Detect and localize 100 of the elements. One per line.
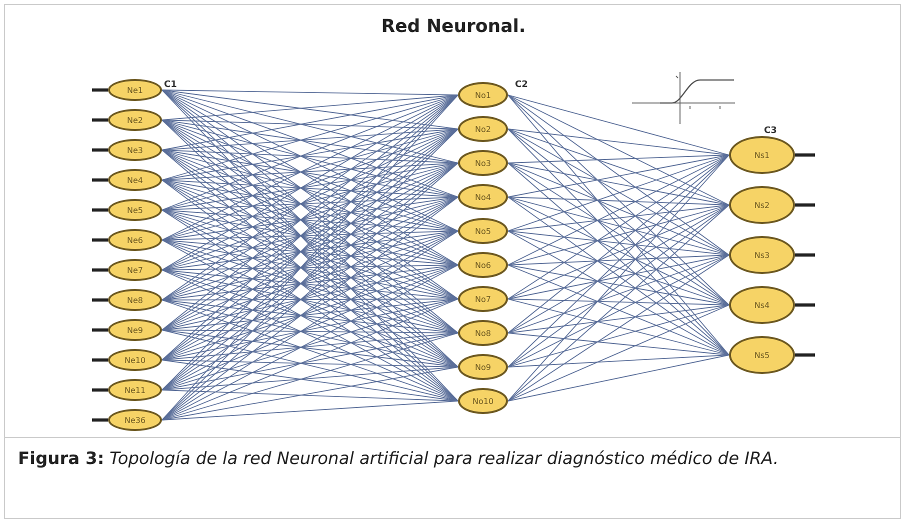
neuron-node (458, 150, 508, 176)
neuron-node (458, 320, 508, 346)
connection-line (508, 254, 730, 300)
neuron-label: Ne8 (127, 296, 143, 304)
signal-line (92, 118, 108, 122)
connection-line (508, 298, 730, 356)
neuron-label: No5 (475, 226, 491, 236)
neuron-label: No9 (475, 362, 491, 372)
connection-line (508, 304, 730, 402)
signal-line (795, 253, 815, 257)
connection-line (508, 304, 730, 334)
neuron-node (108, 169, 162, 191)
connection-line (508, 354, 730, 368)
neuron-label: No2 (475, 124, 491, 134)
neuron-node (108, 229, 162, 251)
neuron-label: No7 (475, 294, 491, 304)
neuron-label: Ne7 (127, 266, 143, 274)
connection-line (508, 128, 730, 156)
signal-line (92, 328, 108, 332)
connection-line (508, 128, 730, 306)
diagram-title: Red Neuronal. (380, 16, 527, 37)
neuron-node (458, 388, 508, 414)
layer-label: C2 (515, 80, 528, 90)
connection-line (508, 128, 730, 256)
layer-label: C3 (764, 126, 777, 136)
neuron-label: Ne1 (127, 86, 143, 94)
connection-line (508, 94, 730, 256)
neuron-label: Ne6 (127, 236, 143, 244)
neuron-node (108, 79, 162, 101)
neuron-label: Ne11 (124, 386, 146, 394)
neuron-label: No10 (472, 396, 494, 406)
neuron-node (458, 354, 508, 380)
connection-line (508, 154, 730, 266)
signal-line (92, 418, 108, 422)
signal-line (92, 208, 108, 212)
connection-line (508, 254, 730, 402)
connection-line (162, 90, 458, 96)
neuron-node (458, 82, 508, 108)
connection-line (508, 264, 730, 356)
neuron-node (108, 109, 162, 131)
signal-line (92, 178, 108, 182)
neuron-label: Ne9 (127, 326, 143, 334)
neuron-node (458, 184, 508, 210)
neuron-node (458, 218, 508, 244)
neuron-label: No1 (475, 90, 491, 100)
connection-line (508, 304, 730, 368)
signal-line (92, 388, 108, 392)
signal-line (795, 153, 815, 157)
neuron-label: Ns4 (754, 300, 770, 310)
signal-line (92, 358, 108, 362)
neuron-label: Ns2 (754, 200, 770, 210)
neuron-node (458, 252, 508, 278)
signal-line (92, 88, 108, 92)
connection-line (508, 204, 730, 266)
neuron-node (108, 379, 162, 401)
connection-line (508, 162, 730, 256)
neuron-node (458, 116, 508, 142)
neuron-label: Ne5 (127, 206, 143, 214)
signal-line (92, 268, 108, 272)
neuron-label: Ns3 (754, 250, 770, 260)
neuron-label: No3 (475, 158, 491, 168)
connection-line (508, 254, 730, 266)
neuron-label: Ns5 (754, 350, 770, 360)
figure-caption: Figura 3: Topología de la red Neuronal artificial para realizar diagnóstico médico de IRA. (18, 448, 780, 471)
neuron-label: Ne4 (127, 176, 143, 184)
signal-line (92, 238, 108, 242)
connection-line (162, 400, 458, 420)
signal-line (795, 203, 815, 207)
neuron-label: No4 (475, 192, 491, 202)
neuron-node (108, 199, 162, 221)
neuron-label: Ne36 (124, 416, 146, 424)
neuron-label: Ne2 (127, 116, 143, 124)
connection-line (162, 90, 458, 130)
neuron-label: Ns1 (754, 150, 770, 160)
neuron-node (108, 319, 162, 341)
connection-line (508, 162, 730, 206)
signal-line (92, 298, 108, 302)
signal-line (795, 303, 815, 307)
neuron-node (108, 259, 162, 281)
connection-line (508, 94, 730, 206)
connection-line (508, 204, 730, 402)
neuron-node (108, 349, 162, 371)
neuron-node (108, 289, 162, 311)
neuron-node (108, 409, 162, 431)
neuron-node (108, 139, 162, 161)
connection-line (508, 204, 730, 232)
connection-line (508, 154, 730, 198)
neuron-label: Ne10 (124, 356, 146, 364)
connection-line (508, 254, 730, 368)
connection-line (508, 94, 730, 156)
connection-line (508, 354, 730, 402)
signal-line (795, 353, 815, 357)
connection-line (508, 196, 730, 256)
connection-line (508, 230, 730, 256)
connection-line (508, 94, 730, 306)
neuron-label: Ne3 (127, 146, 143, 154)
neuron-label: No6 (475, 260, 491, 270)
connection-line (508, 128, 730, 206)
layer-label: C1 (164, 80, 177, 90)
connection-line (162, 366, 458, 420)
